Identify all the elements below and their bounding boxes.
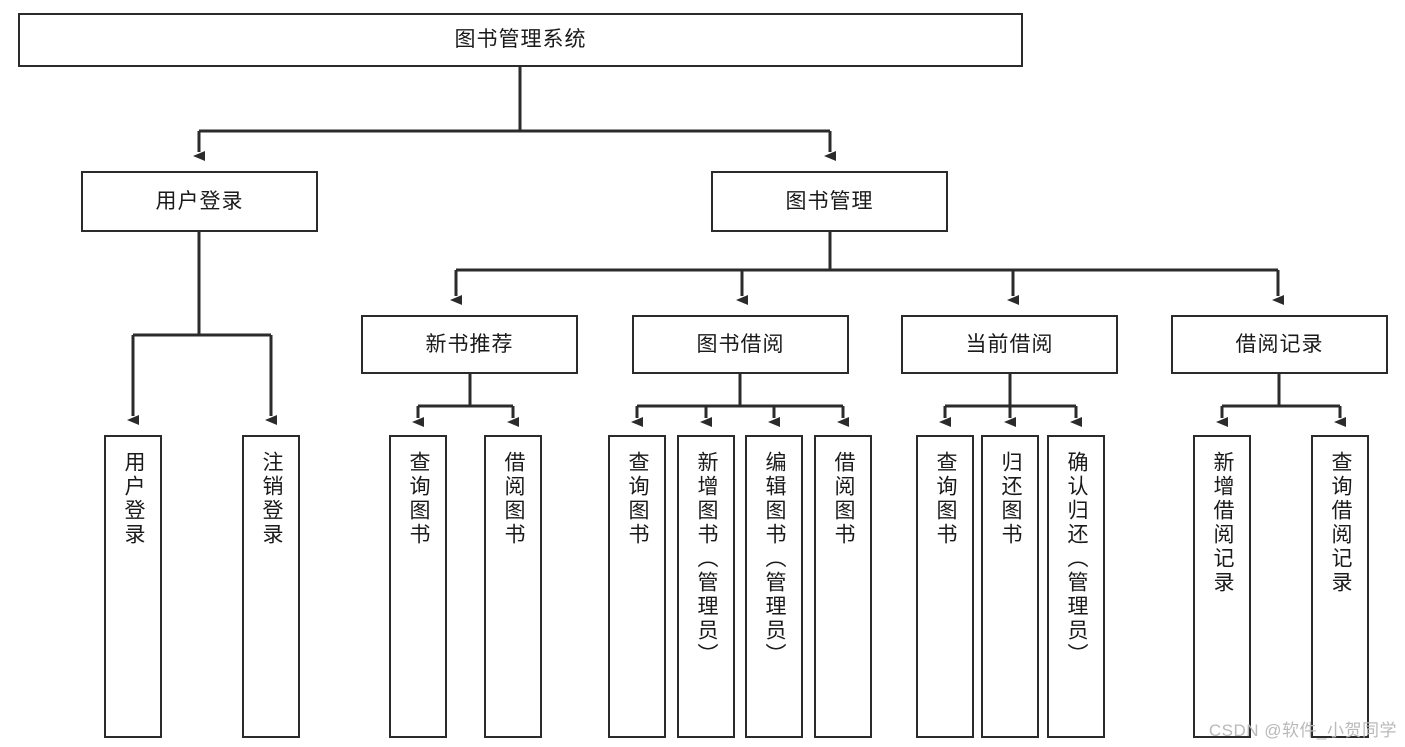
- node-leaf-query-book-current[interactable]: 查询图书: [916, 435, 974, 738]
- node-user-login[interactable]: 用户登录: [81, 171, 318, 232]
- node-borrow-record[interactable]: 借阅记录: [1171, 315, 1388, 374]
- node-label: 查询图书: [626, 451, 650, 547]
- node-label: 图书借阅: [696, 332, 785, 356]
- node-label: 当前借阅: [965, 332, 1054, 356]
- node-leaf-logout[interactable]: 注销登录: [242, 435, 300, 738]
- node-leaf-return-book[interactable]: 归还图书: [981, 435, 1039, 738]
- node-book-management[interactable]: 图书管理: [711, 171, 948, 232]
- node-label: 借阅记录: [1235, 332, 1324, 356]
- node-label: 图书管理: [785, 189, 874, 213]
- node-label: 确认归还（管理员）: [1065, 451, 1089, 667]
- node-leaf-confirm-return-admin[interactable]: 确认归还（管理员）: [1047, 435, 1105, 738]
- node-root-book-management-system[interactable]: 图书管理系统: [18, 13, 1023, 67]
- node-label: 查询图书: [934, 451, 958, 547]
- node-label: 查询图书: [407, 451, 431, 547]
- node-label: 用户登录: [122, 451, 146, 547]
- node-current-borrow[interactable]: 当前借阅: [901, 315, 1118, 374]
- node-leaf-query-book-recommend[interactable]: 查询图书: [389, 435, 447, 738]
- node-leaf-query-borrow-record[interactable]: 查询借阅记录: [1311, 435, 1369, 738]
- node-label: 用户登录: [155, 189, 244, 213]
- node-leaf-edit-book-admin[interactable]: 编辑图书（管理员）: [745, 435, 803, 738]
- node-label: 归还图书: [999, 451, 1023, 547]
- node-label: 图书管理系统: [454, 28, 587, 52]
- node-label: 新书推荐: [425, 332, 514, 356]
- node-label: 编辑图书（管理员）: [763, 451, 787, 667]
- node-leaf-borrow-book-recommend[interactable]: 借阅图书: [484, 435, 542, 738]
- node-leaf-user-login[interactable]: 用户登录: [104, 435, 162, 738]
- node-leaf-query-book[interactable]: 查询图书: [608, 435, 666, 738]
- watermark-text: CSDN @软件_小贺同学: [1208, 721, 1397, 740]
- node-new-book-recommend[interactable]: 新书推荐: [361, 315, 578, 374]
- node-leaf-add-borrow-record[interactable]: 新增借阅记录: [1193, 435, 1251, 738]
- node-leaf-borrow-book[interactable]: 借阅图书: [814, 435, 872, 738]
- node-book-borrow[interactable]: 图书借阅: [632, 315, 849, 374]
- node-label: 查询借阅记录: [1329, 451, 1353, 595]
- node-leaf-add-book-admin[interactable]: 新增图书（管理员）: [677, 435, 735, 738]
- node-label: 新增借阅记录: [1211, 451, 1235, 595]
- node-label: 新增图书（管理员）: [695, 451, 719, 667]
- node-label: 注销登录: [260, 451, 284, 547]
- node-label: 借阅图书: [832, 451, 856, 547]
- node-label: 借阅图书: [502, 451, 526, 547]
